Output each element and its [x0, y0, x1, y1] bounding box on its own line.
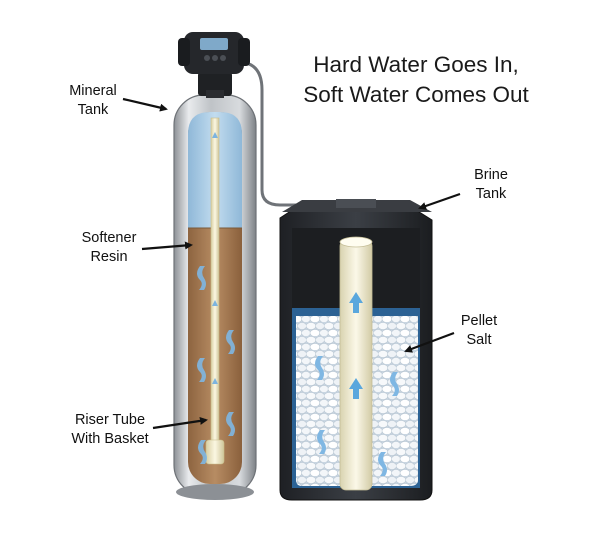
label-pellet-salt: Pellet Salt	[460, 313, 498, 348]
display-screen	[200, 38, 228, 50]
label-mineral-tank: Mineral Tank	[69, 83, 117, 118]
title-line-2: Soft Water Comes Out	[303, 82, 529, 107]
riser-basket	[205, 439, 225, 465]
arrow-riser-tube	[152, 416, 208, 430]
riser-tube	[210, 117, 220, 449]
brine-hose	[237, 60, 296, 207]
arrow-brine-tank	[418, 192, 461, 210]
diagram-title: Hard Water Goes In, Soft Water Comes Out	[282, 50, 550, 110]
brine-tank	[279, 199, 433, 501]
pointer-arrows	[122, 97, 461, 430]
label-riser-tube: Riser Tube With Basket	[71, 412, 149, 447]
control-valve-head	[178, 32, 250, 98]
brine-well	[339, 239, 373, 491]
flow-arrow-icon	[315, 292, 399, 476]
arrow-softener-resin	[141, 241, 193, 251]
label-brine-tank: Brine Tank	[474, 167, 508, 202]
mineral-tank	[173, 94, 257, 500]
arrow-pellet-salt	[404, 331, 455, 353]
arrow-mineral-tank	[122, 97, 168, 112]
label-softener-resin: Softener Resin	[81, 230, 137, 265]
flow-arrow-icon	[197, 266, 235, 464]
title-line-1: Hard Water Goes In,	[313, 52, 519, 77]
